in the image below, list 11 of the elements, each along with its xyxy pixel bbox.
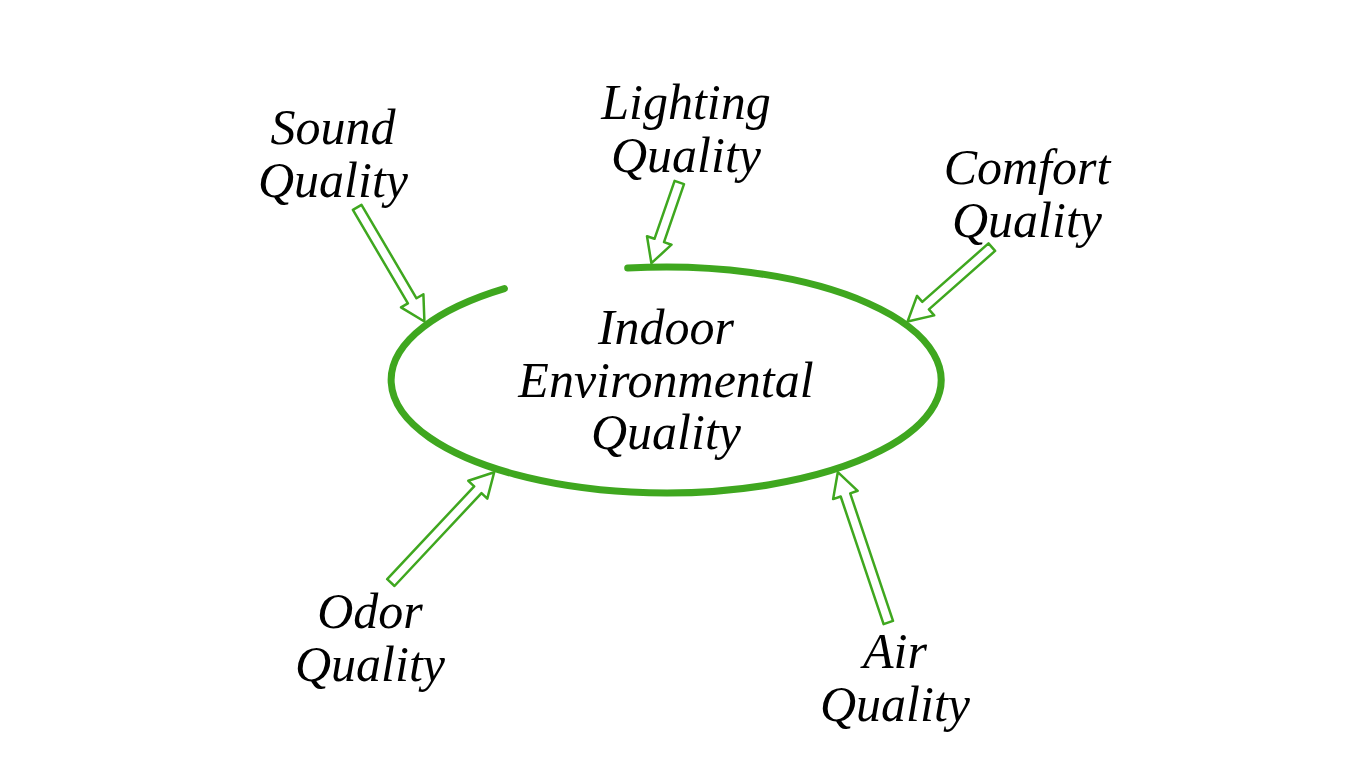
arrow [906,242,997,323]
node-label: Indoor Environmental Quality [516,301,815,459]
arrow [645,179,686,265]
topic-label: Sound Quality [233,100,433,206]
arrow [351,203,426,323]
topic-label: Odor Quality [270,584,470,690]
topic-label: Comfort Quality [927,140,1127,246]
arrow [831,470,895,626]
topic-label: Air Quality [795,624,995,730]
arrow [385,470,496,588]
topic-label: Lighting Quality [586,75,786,181]
